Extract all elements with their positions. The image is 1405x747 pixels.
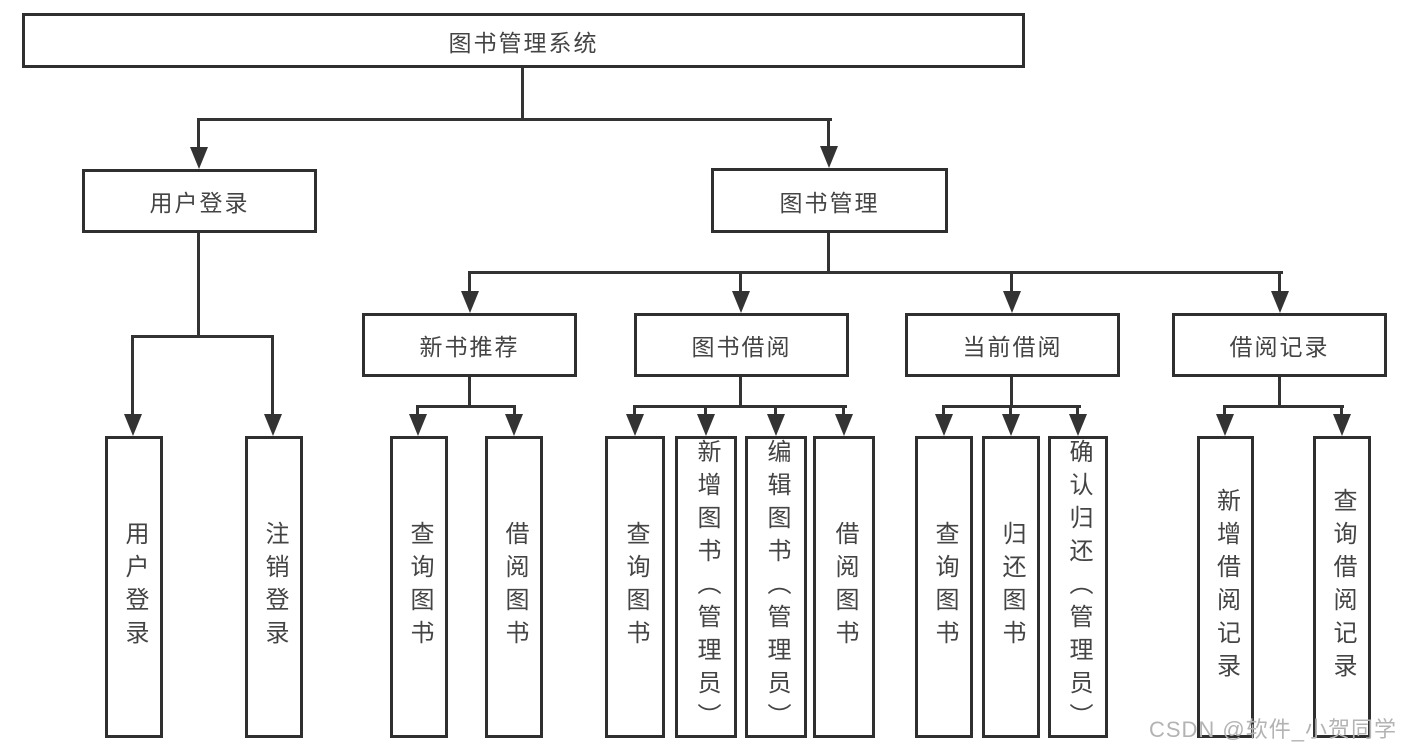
node-label: 新增图书（管理员） bbox=[693, 438, 720, 736]
leaf-box-borrow-book-recommend: 借阅图书 bbox=[485, 436, 543, 738]
arrow-down-icon bbox=[461, 291, 479, 313]
node-label: 注销登录 bbox=[261, 521, 288, 653]
node-label: 查询借阅记录 bbox=[1329, 488, 1356, 686]
connector-line bbox=[521, 68, 524, 120]
node-box-current-borrowing: 当前借阅 bbox=[905, 313, 1120, 377]
arrow-down-icon bbox=[835, 414, 853, 436]
connector-line bbox=[633, 405, 847, 408]
node-label: 当前借阅 bbox=[962, 334, 1063, 360]
connector-line bbox=[827, 118, 830, 151]
node-box-new-book-recommend: 新书推荐 bbox=[362, 313, 577, 377]
connector-line bbox=[197, 118, 200, 152]
connector-line bbox=[271, 335, 274, 418]
arrow-down-icon bbox=[935, 414, 953, 436]
arrow-down-icon bbox=[264, 414, 282, 436]
csdn-watermark: CSDN @软件_小贺同学 bbox=[1148, 717, 1397, 742]
node-label: 新书推荐 bbox=[419, 334, 520, 360]
node-box-root: 图书管理系统 bbox=[22, 13, 1025, 68]
node-label: 归还图书 bbox=[998, 521, 1025, 653]
connector-line bbox=[416, 405, 516, 408]
node-label: 查询图书 bbox=[406, 521, 433, 653]
connector-line bbox=[1010, 271, 1013, 295]
node-label: 图书管理系统 bbox=[448, 29, 599, 56]
node-label: 借阅图书 bbox=[501, 521, 528, 653]
leaf-box-add-borrow-record: 新增借阅记录 bbox=[1197, 436, 1254, 738]
node-label: 查询图书 bbox=[622, 521, 649, 653]
connector-line bbox=[513, 405, 516, 418]
connector-line bbox=[468, 271, 471, 295]
arrow-down-icon bbox=[1271, 291, 1289, 313]
connector-line bbox=[1340, 405, 1343, 418]
connector-line bbox=[197, 233, 200, 338]
leaf-box-logout: 注销登录 bbox=[245, 436, 303, 738]
connector-line bbox=[1223, 405, 1344, 408]
connector-line bbox=[468, 377, 471, 408]
connector-line bbox=[197, 118, 832, 121]
node-label: 确认归还（管理员） bbox=[1065, 438, 1092, 736]
arrow-down-icon bbox=[190, 147, 208, 169]
connector-line bbox=[842, 405, 845, 418]
node-label: 用户登录 bbox=[121, 521, 148, 653]
arrow-down-icon bbox=[1216, 414, 1234, 436]
connector-line bbox=[416, 405, 419, 418]
arrow-down-icon bbox=[697, 414, 715, 436]
connector-line bbox=[1009, 405, 1012, 418]
leaf-box-user-login: 用户登录 bbox=[105, 436, 163, 738]
connector-line bbox=[739, 271, 742, 295]
arrow-down-icon bbox=[505, 414, 523, 436]
connector-line bbox=[739, 377, 742, 408]
connector-line bbox=[1278, 377, 1281, 408]
arrow-down-icon bbox=[1003, 291, 1021, 313]
connector-line bbox=[1076, 405, 1079, 418]
connector-line bbox=[704, 405, 707, 418]
connector-line bbox=[468, 271, 1283, 274]
connector-line bbox=[774, 405, 777, 418]
arrow-down-icon bbox=[1333, 414, 1351, 436]
node-box-borrowing-records: 借阅记录 bbox=[1172, 313, 1387, 377]
connector-line bbox=[131, 335, 134, 418]
node-label: 新增借阅记录 bbox=[1212, 488, 1240, 686]
connector-line bbox=[633, 405, 636, 418]
connector-line bbox=[1010, 377, 1013, 408]
node-label: 借阅记录 bbox=[1229, 334, 1330, 360]
arrow-down-icon bbox=[124, 414, 142, 436]
arrow-down-icon bbox=[820, 146, 838, 168]
leaf-box-confirm-return-admin: 确认归还（管理员） bbox=[1048, 436, 1108, 738]
leaf-box-add-book-admin: 新增图书（管理员） bbox=[675, 436, 737, 738]
arrow-down-icon bbox=[409, 414, 427, 436]
node-label: 查询图书 bbox=[931, 521, 958, 653]
arrow-down-icon bbox=[1069, 414, 1087, 436]
leaf-box-query-book-borrowing: 查询图书 bbox=[605, 436, 665, 738]
arrow-down-icon bbox=[767, 414, 785, 436]
leaf-box-query-book-current: 查询图书 bbox=[915, 436, 973, 738]
connector-line bbox=[942, 405, 945, 418]
arrow-down-icon bbox=[626, 414, 644, 436]
leaf-box-edit-book-admin: 编辑图书（管理员） bbox=[745, 436, 807, 738]
node-box-user-login: 用户登录 bbox=[82, 169, 317, 233]
node-label: 编辑图书（管理员） bbox=[763, 438, 790, 736]
node-label: 用户登录 bbox=[149, 190, 250, 216]
connector-line bbox=[1223, 405, 1226, 418]
node-box-book-borrowing: 图书借阅 bbox=[634, 313, 849, 377]
arrow-down-icon bbox=[732, 291, 750, 313]
leaf-box-query-book-recommend: 查询图书 bbox=[390, 436, 448, 738]
connector-line bbox=[1278, 271, 1281, 295]
node-box-book-management: 图书管理 bbox=[711, 168, 948, 233]
leaf-box-query-borrow-record: 查询借阅记录 bbox=[1313, 436, 1371, 738]
arrow-down-icon bbox=[1002, 414, 1020, 436]
node-label: 图书管理 bbox=[779, 189, 880, 216]
node-label: 图书借阅 bbox=[691, 334, 792, 360]
leaf-box-return-book: 归还图书 bbox=[982, 436, 1040, 738]
leaf-box-borrow-book-borrowing: 借阅图书 bbox=[813, 436, 875, 738]
node-label: 借阅图书 bbox=[831, 521, 858, 653]
connector-line bbox=[827, 233, 830, 273]
connector-line bbox=[131, 335, 274, 338]
